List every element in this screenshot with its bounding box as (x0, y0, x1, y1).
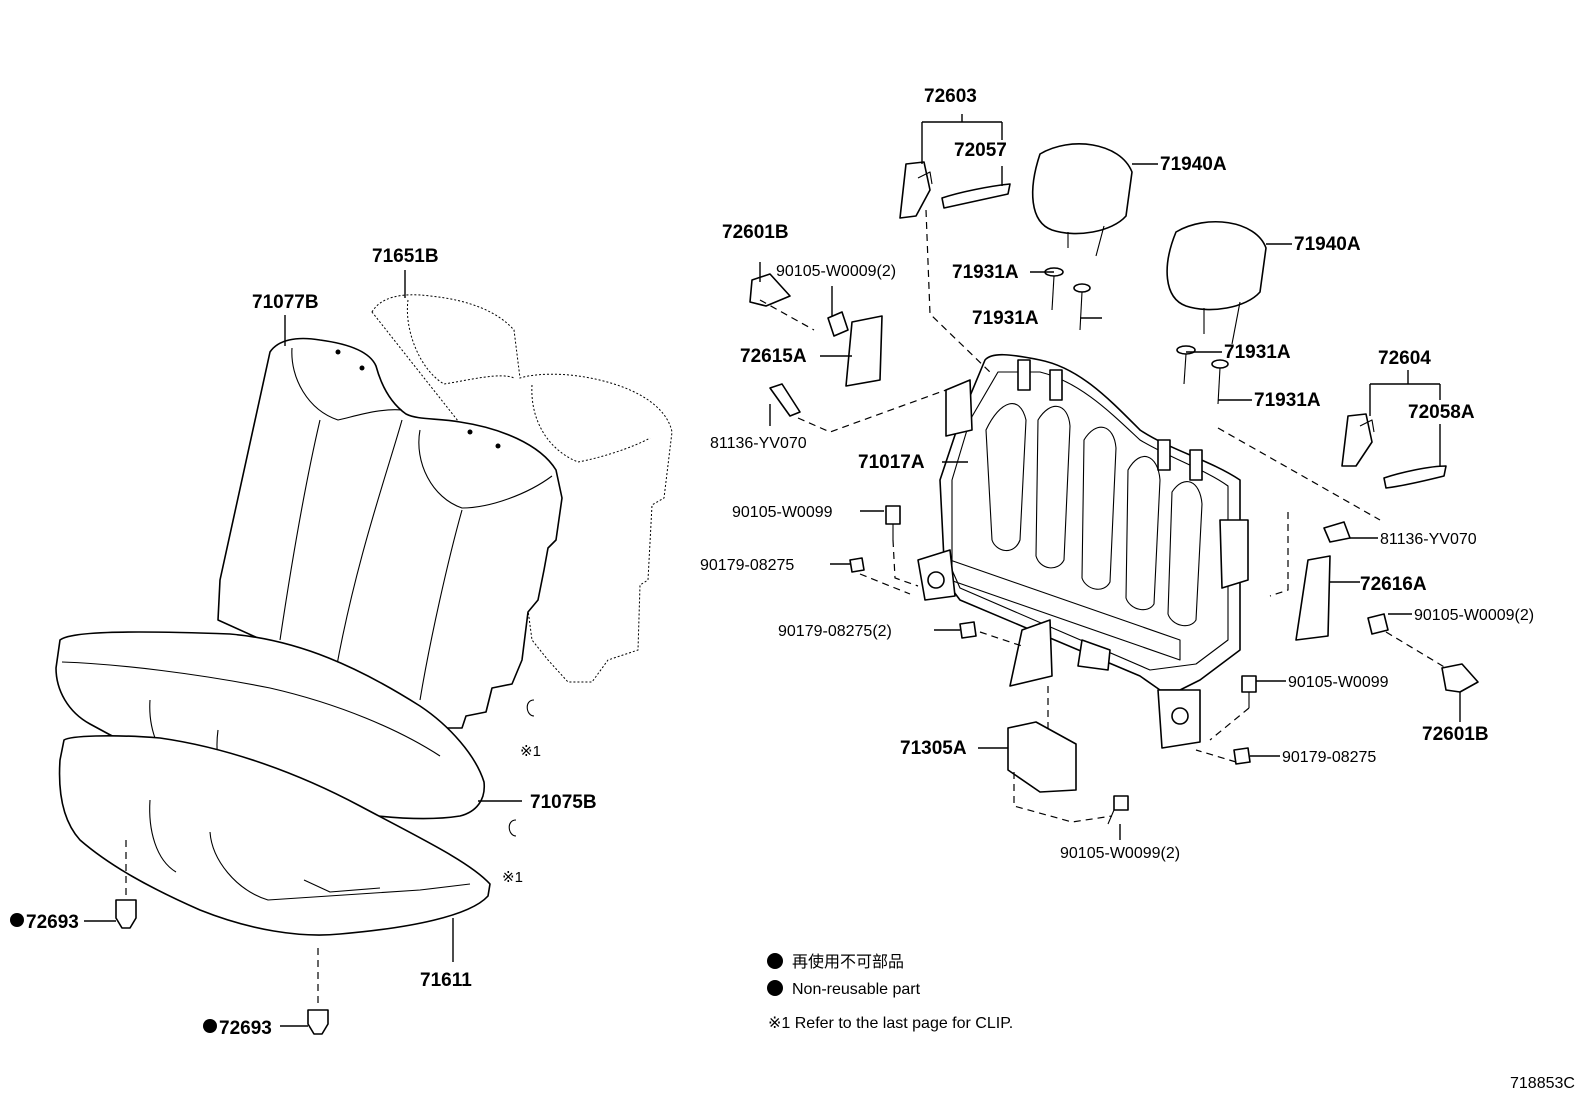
label-clip-upper: ※1 (520, 743, 541, 760)
diagram-id: 718853C (1510, 1075, 1575, 1092)
seatback-frame (917, 353, 1249, 749)
seat-assembly (55, 270, 673, 1035)
part-labels: 71651B 71077B 71075B 71611 72693 72693 ※… (10, 86, 1534, 1039)
seatback-frame-assembly (749, 114, 1479, 840)
headrest-right (1166, 220, 1267, 345)
hinge-cover-72615A (845, 315, 883, 387)
label-81136-YV070-left: 81136-YV070 (710, 435, 807, 452)
label-72604: 72604 (1378, 348, 1431, 369)
bolt-icon (769, 311, 1389, 825)
label-72603: 72603 (924, 86, 977, 107)
seatback-lock-72604 (1341, 413, 1447, 489)
label-71651B: 71651B (372, 246, 439, 267)
seatback-lock-72603 (899, 161, 1011, 219)
headrest-left (1031, 143, 1133, 257)
label-90105-W0009-2-left: 90105-W0009(2) (776, 263, 896, 280)
legend-non-reusable-en: Non-reusable part (792, 981, 921, 998)
label-90105-W0099-left: 90105-W0099 (732, 504, 833, 521)
label-90179-08275-left: 90179-08275 (700, 557, 794, 574)
label-90105-W0099-2: 90105-W0099(2) (1060, 845, 1180, 862)
label-72615A: 72615A (740, 346, 807, 367)
headrest-support-a (1044, 267, 1064, 311)
label-72058A: 72058A (1408, 402, 1475, 423)
label-72601B-left: 72601B (722, 222, 789, 243)
legend-non-reusable-jp: 再使用不可部品 (792, 953, 904, 971)
label-90105-W0009-2-right: 90105-W0009(2) (1414, 607, 1534, 624)
headrest-support-b (1073, 283, 1091, 331)
label-71075B: 71075B (530, 792, 597, 813)
nut-icon (849, 557, 1251, 765)
label-71611: 71611 (420, 970, 472, 991)
label-71017A: 71017A (858, 452, 925, 473)
hinge-cover-71305A (1007, 721, 1077, 793)
label-72693-upper: 72693 (26, 912, 79, 933)
label-71940A-upper: 71940A (1160, 154, 1227, 175)
non-reusable-marker-icon (203, 1019, 217, 1033)
label-71305A: 71305A (900, 738, 967, 759)
label-71940A-lower: 71940A (1294, 234, 1361, 255)
label-72693-lower: 72693 (219, 1018, 272, 1039)
label-71931A-d: 71931A (1254, 390, 1321, 411)
grommet-72693-upper (115, 840, 137, 929)
label-clip-lower: ※1 (502, 869, 523, 886)
label-72616A: 72616A (1360, 574, 1427, 595)
label-71077B: 71077B (252, 292, 319, 313)
legend: 再使用不可部品 Non-reusable part ※1 Refer to th… (767, 953, 1013, 1032)
non-reusable-marker-icon (10, 913, 24, 927)
legend-clip-note: ※1 Refer to the last page for CLIP. (768, 1015, 1013, 1032)
label-71931A-a: 71931A (952, 262, 1019, 283)
filled-circle-icon (767, 953, 783, 969)
clip-icon (508, 699, 535, 837)
label-90179-08275-right: 90179-08275 (1282, 749, 1376, 766)
label-72601B-right: 72601B (1422, 724, 1489, 745)
filled-circle-icon (767, 980, 783, 996)
label-71931A-b: 71931A (972, 308, 1039, 329)
label-71931A-c: 71931A (1224, 342, 1291, 363)
headrest-support-d (1211, 359, 1229, 405)
hinge-cover-72616A (1295, 555, 1331, 641)
seatback-front (217, 337, 563, 729)
label-90179-08275-2: 90179-08275(2) (778, 623, 892, 640)
label-90105-W0099-right: 90105-W0099 (1288, 674, 1389, 691)
label-81136-YV070-right: 81136-YV070 (1380, 531, 1477, 548)
bracket-72601B-right (1441, 663, 1479, 693)
label-72057: 72057 (954, 140, 1007, 161)
seat-cushion-pad (58, 735, 491, 936)
grommet-72693-lower (307, 948, 329, 1035)
